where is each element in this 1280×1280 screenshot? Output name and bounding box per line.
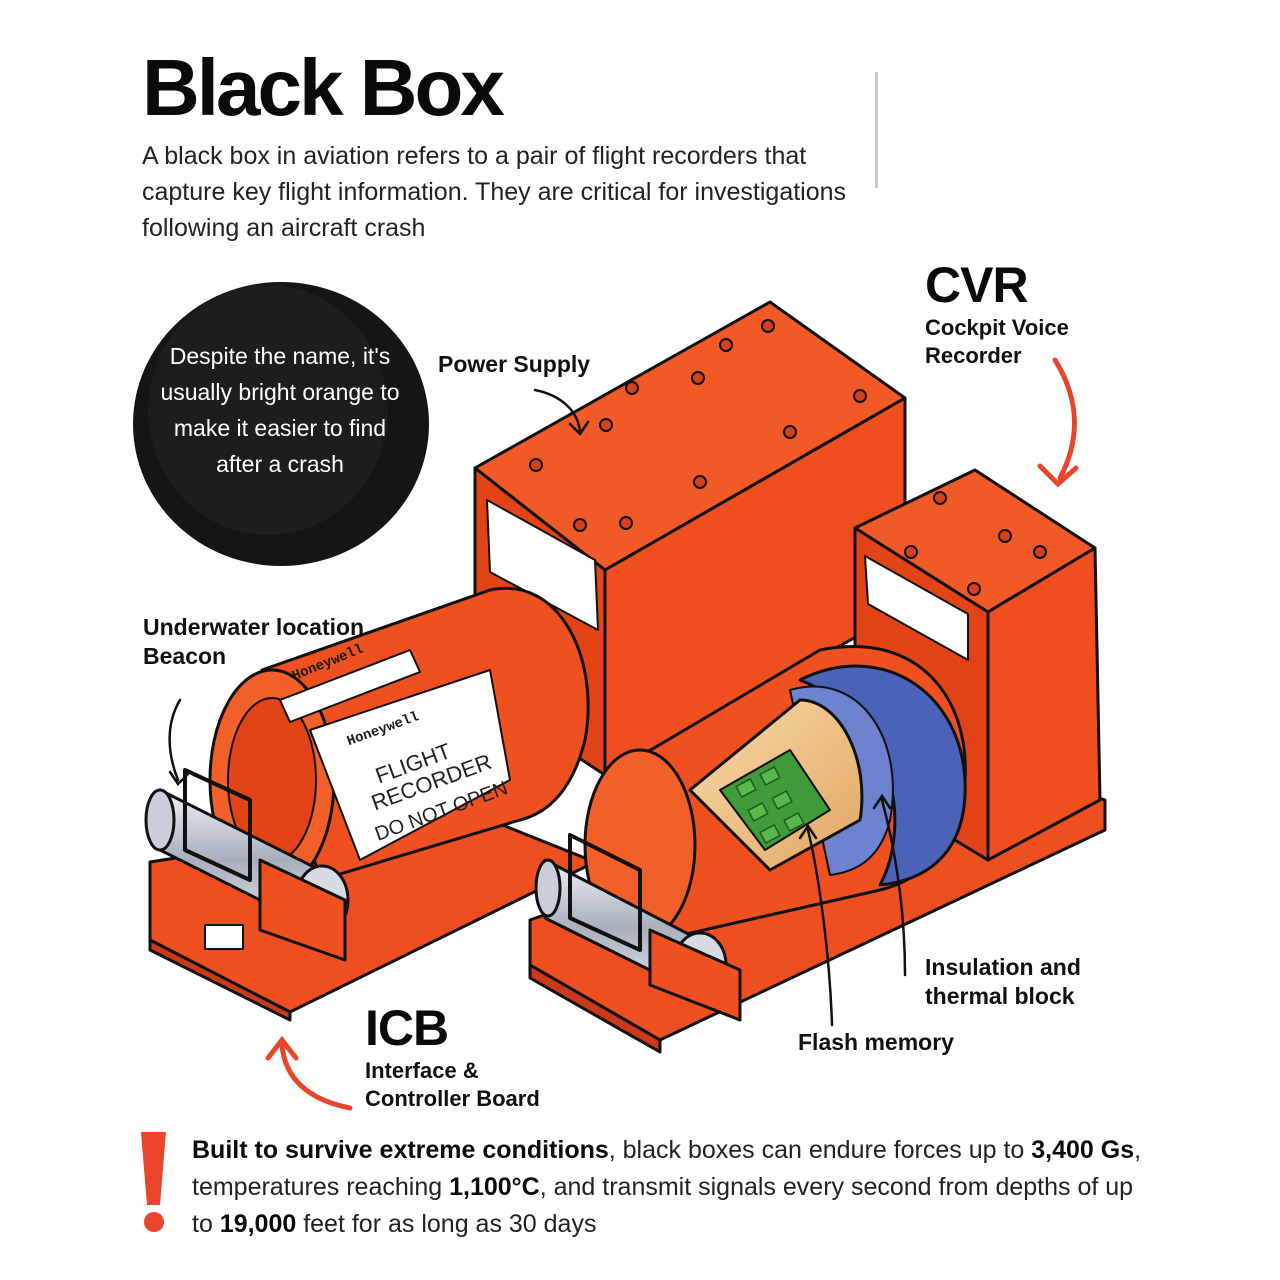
- flash-memory-label: Flash memory: [798, 1029, 954, 1055]
- beacon-line1: Underwater location: [143, 614, 365, 640]
- power-supply-label: Power Supply: [438, 351, 591, 377]
- footer-text-4: feet for as long as 30 days: [296, 1210, 597, 1238]
- footer-bold-1: Built to survive extreme conditions: [192, 1136, 609, 1164]
- divider: [875, 72, 878, 188]
- footer-text-1: , black boxes can endure forces up to: [608, 1136, 1032, 1164]
- callout-text: Despite the name, it's usually bright or…: [160, 343, 400, 477]
- cvr-line1: Cockpit Voice: [925, 315, 1069, 340]
- icb-abbr: ICB: [365, 1000, 449, 1056]
- page-title: Black Box: [142, 43, 505, 132]
- cvr-line2: Recorder: [925, 343, 1022, 368]
- icb-line2: Controller Board: [365, 1086, 540, 1111]
- ink-blob: [133, 282, 429, 566]
- intro-paragraph: A black box in aviation refers to a pair…: [142, 142, 847, 242]
- footer-text-3: , and transmit signals every second from…: [192, 1173, 1134, 1238]
- footer-bold-2: 3,400 Gs: [1031, 1136, 1135, 1164]
- footer-bold-3: 1,100°C: [449, 1173, 540, 1201]
- insulation-line1: Insulation and: [925, 954, 1081, 980]
- curved-arrow-icon: [168, 388, 907, 1027]
- footer-bold-4: 19,000: [219, 1210, 297, 1238]
- right-cylinder: [583, 645, 967, 942]
- icb-line1: Interface &: [365, 1058, 479, 1083]
- footer-text-2: , temperatures reaching: [192, 1136, 1142, 1201]
- accent-arrows: [265, 357, 1079, 1111]
- footer-note: Built to survive extreme conditions, bla…: [192, 1132, 1152, 1243]
- cvr-abbr: CVR: [925, 257, 1029, 313]
- insulation-line2: thermal block: [925, 983, 1075, 1009]
- right-beacon: [534, 833, 742, 1022]
- beacon-line2: Beacon: [143, 643, 227, 669]
- exclamation-icon: [141, 1132, 166, 1232]
- left-beacon: [144, 768, 350, 962]
